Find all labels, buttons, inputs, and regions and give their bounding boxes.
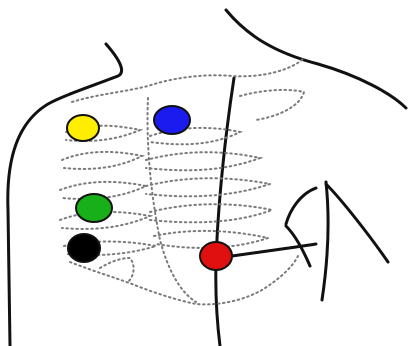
rib-right-2 [146,152,260,170]
rib-right-upper [240,90,304,120]
rib-left-2 [62,152,142,169]
rib-cage [60,58,304,304]
right-arm-outline-2 [286,188,316,224]
yellow-electrode [67,115,99,141]
right-shoulder-outline [226,10,406,108]
right-arm-outline-1 [322,182,328,300]
red-electrode [200,242,232,270]
blue-electrode [154,106,190,134]
midline-curve [216,78,234,346]
right-arm-outline-3 [326,184,388,262]
black-electrode [68,234,100,262]
rib-right-4 [150,204,272,222]
left-shoulder-outline [8,44,122,346]
rib-right-3 [146,178,270,196]
green-electrode [76,194,112,222]
costal-margin-dotted [70,256,298,304]
